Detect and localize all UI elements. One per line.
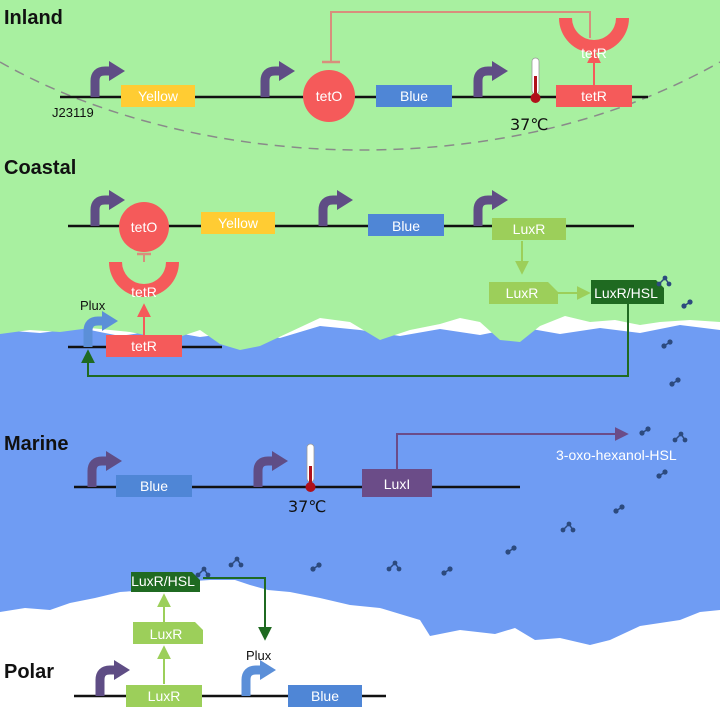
inland-tetr-protein xyxy=(559,18,629,53)
coastal-luxr-gene-label: LuxR xyxy=(513,221,546,237)
coastal-luxr-protein-label: LuxR xyxy=(506,285,539,301)
marine-luxi-output-arrow xyxy=(396,427,629,469)
coastal-luxr-hsl-complex xyxy=(591,280,664,304)
inland-yellow-label: Yellow xyxy=(138,88,179,104)
marine-hsl-label: 3-oxo-hexanol-HSL xyxy=(556,447,677,463)
polar-luxr-protein-label: LuxR xyxy=(150,626,183,642)
inland-teto-operator xyxy=(303,70,355,122)
coastal-teto-label: tetO xyxy=(131,219,158,235)
coastal-yellow-label: Yellow xyxy=(218,215,259,231)
polar-plux-label: Plux xyxy=(246,648,272,663)
polar-luxr-hsl-complex xyxy=(131,572,200,592)
inland-circuit: J23119 Yellow tetO Blue 37℃ tetR tetR xyxy=(0,11,720,151)
marine-temperature: 37℃ xyxy=(288,497,326,516)
coastal-tetr-gene xyxy=(106,335,182,357)
inland-promoter-name: J23119 xyxy=(52,105,94,120)
coastal-circuit: tetO Yellow Blue LuxR LuxR LuxR/HSL tetR… xyxy=(68,190,694,377)
inland-blue-label: Blue xyxy=(400,88,428,104)
sea-region xyxy=(0,325,720,645)
section-title-coastal: Coastal xyxy=(4,157,76,179)
inland-blue-gene xyxy=(376,85,452,107)
polar-blue-label: Blue xyxy=(311,688,339,704)
polar-luxr-gene xyxy=(126,685,202,707)
marine-blue-label: Blue xyxy=(140,478,168,494)
polar-complex-label: LuxR/HSL xyxy=(131,573,195,589)
coastal-activation-path xyxy=(81,304,629,377)
inland-yellow-gene xyxy=(121,85,195,107)
inland-temperature: 37℃ xyxy=(510,115,548,134)
coastal-blue-label: Blue xyxy=(392,218,420,234)
inland-thermometer-icon xyxy=(530,57,541,103)
marine-luxi-gene xyxy=(362,469,432,497)
inland-tetr-gene-label: tetR xyxy=(581,88,607,104)
coastal-luxr-protein xyxy=(489,282,558,304)
coastal-blue-gene xyxy=(368,214,444,236)
marine-thermometer-icon xyxy=(305,443,316,492)
marine-blue-gene xyxy=(116,475,192,497)
coastal-luxr-gene xyxy=(492,218,566,240)
coastal-yellow-gene xyxy=(201,212,275,234)
coastal-tetr-gene-label: tetR xyxy=(131,338,157,354)
coastal-tetr-protein xyxy=(109,262,179,297)
coastal-teto-operator xyxy=(119,202,169,252)
marine-circuit: Blue 37℃ LuxI 3-oxo-hexanol-HSL xyxy=(74,427,677,516)
section-title-polar: Polar xyxy=(4,661,54,683)
inland-teto-label: tetO xyxy=(316,88,343,104)
polar-blue-gene xyxy=(288,685,362,707)
inland-tetr-gene xyxy=(556,85,632,107)
coastal-plux-label: Plux xyxy=(80,298,106,313)
polar-activation-path xyxy=(203,577,272,641)
polar-circuit: LuxR/HSL LuxR LuxR Plux Blue xyxy=(74,565,386,707)
polar-luxr-protein xyxy=(133,622,203,644)
marine-luxi-label: LuxI xyxy=(384,476,410,492)
section-title-inland: Inland xyxy=(4,7,63,29)
inland-dashed-boundary xyxy=(0,61,720,151)
inland-tetr-protein-label: tetR xyxy=(581,45,607,61)
coastal-complex-label: LuxR/HSL xyxy=(594,285,658,301)
polar-luxr-gene-label: LuxR xyxy=(148,688,181,704)
coastal-tetr-protein-label: tetR xyxy=(131,284,157,300)
section-title-marine: Marine xyxy=(4,433,68,455)
inland-repression-line xyxy=(330,11,591,62)
